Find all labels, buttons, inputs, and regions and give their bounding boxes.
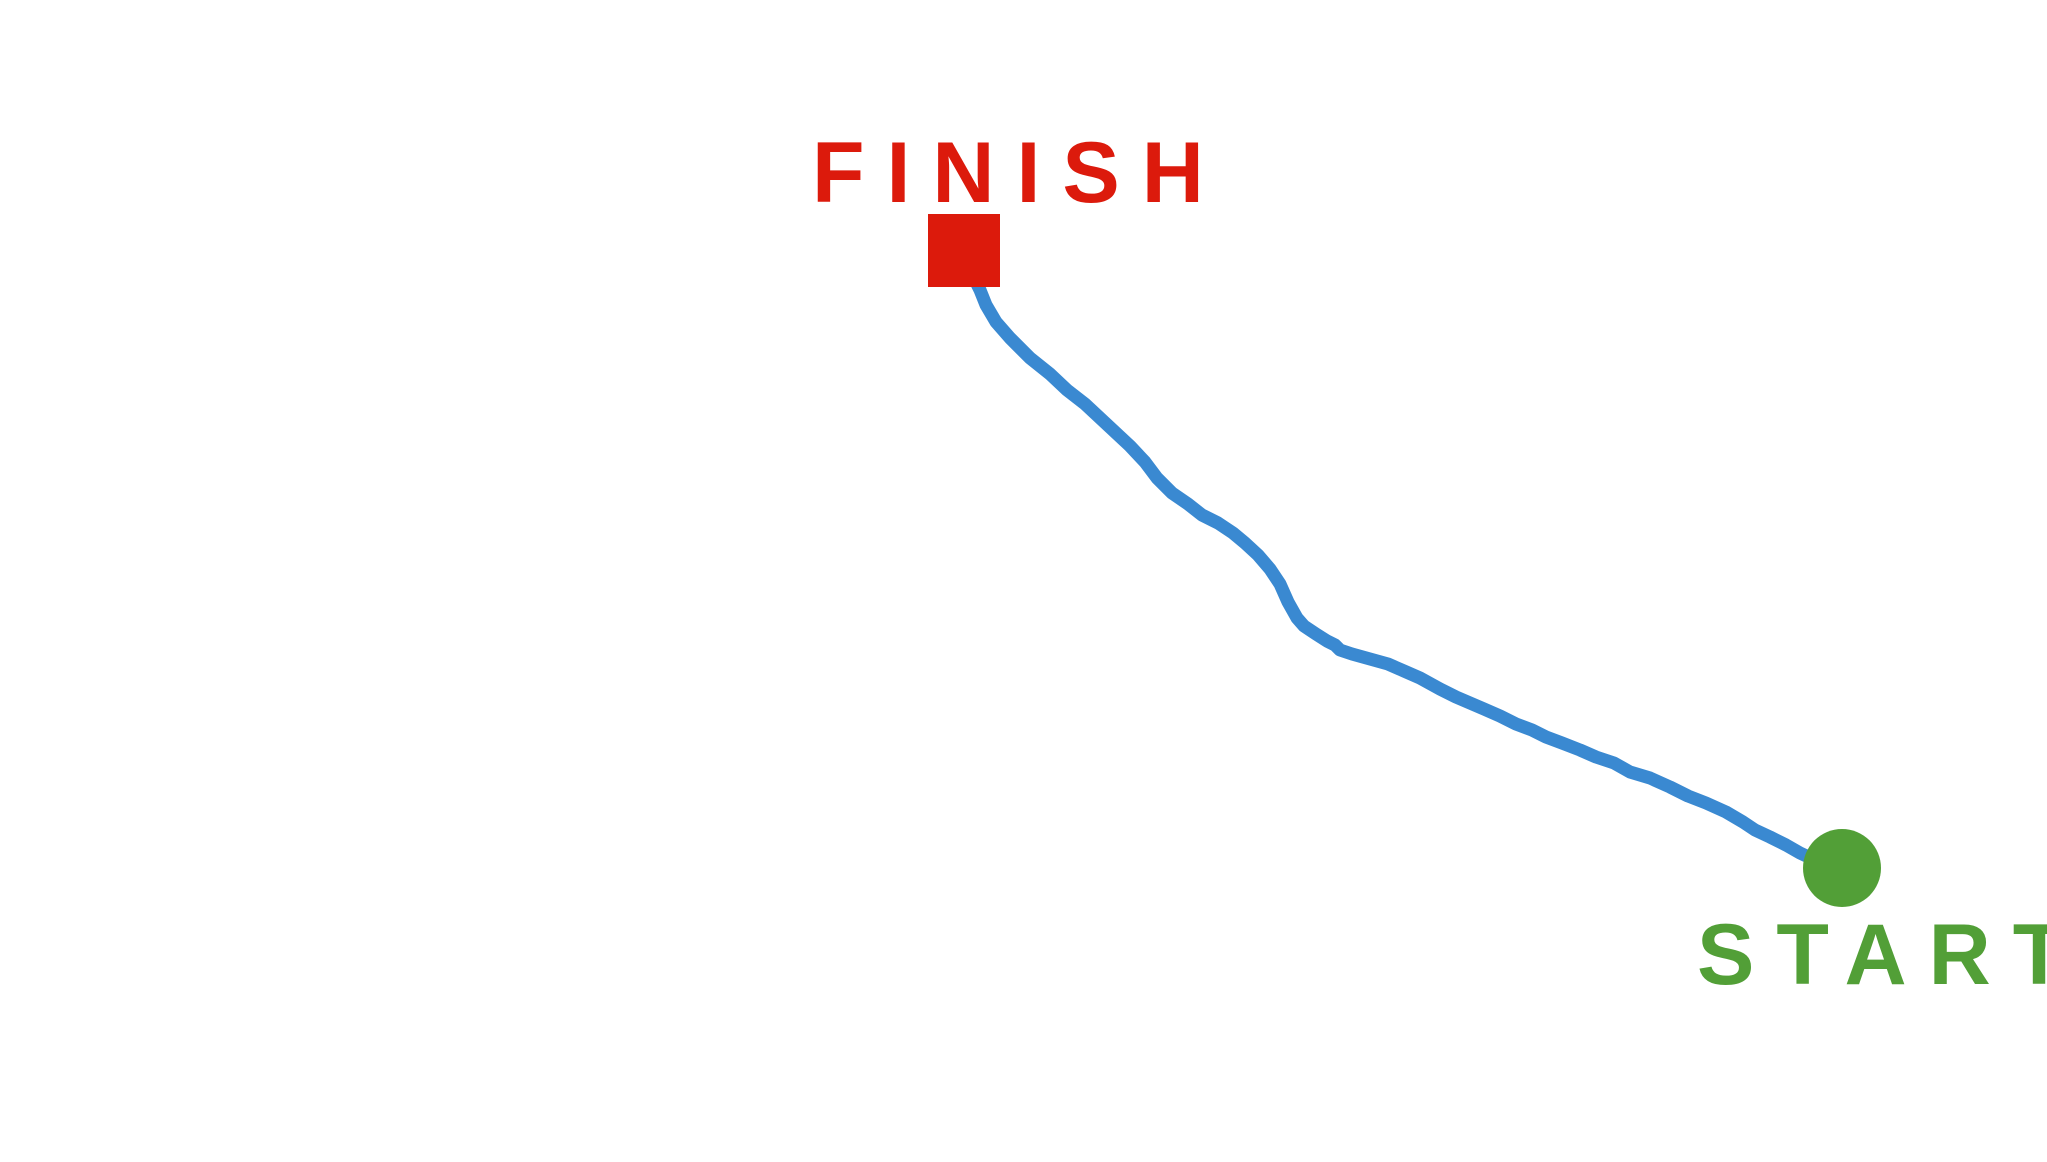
finish-label: FINISH	[812, 125, 1226, 221]
finish-marker	[928, 214, 1000, 287]
route-line	[960, 241, 1835, 872]
start-marker	[1803, 829, 1881, 907]
start-label: START	[1697, 907, 2047, 1003]
